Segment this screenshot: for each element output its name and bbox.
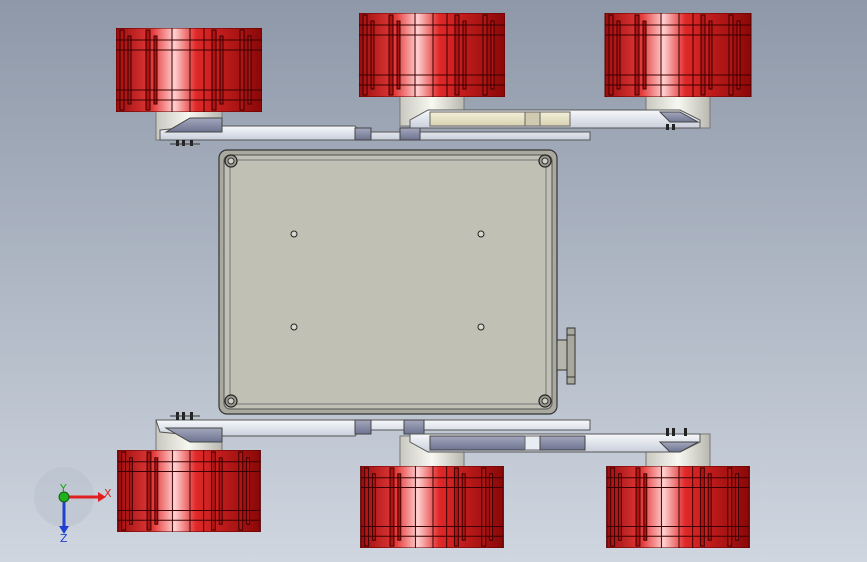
wheel-mid-right [360, 466, 504, 548]
bolt-icon [176, 124, 675, 146]
wheel-mid-left [359, 13, 505, 97]
top-rail-assembly [155, 95, 711, 146]
wheel-front-left [116, 28, 262, 112]
x-axis-label: X [104, 487, 112, 500]
z-axis-label: Z [60, 532, 68, 545]
wheel-front-right [117, 450, 261, 532]
wheel-rear-left [604, 13, 752, 97]
xyz-triad-icon[interactable] [34, 467, 106, 534]
chassis-plate [218, 149, 576, 415]
bottom-rail-assembly [155, 412, 711, 469]
wheel-rear-right [606, 466, 750, 548]
y-axis-label: Y [59, 482, 67, 495]
